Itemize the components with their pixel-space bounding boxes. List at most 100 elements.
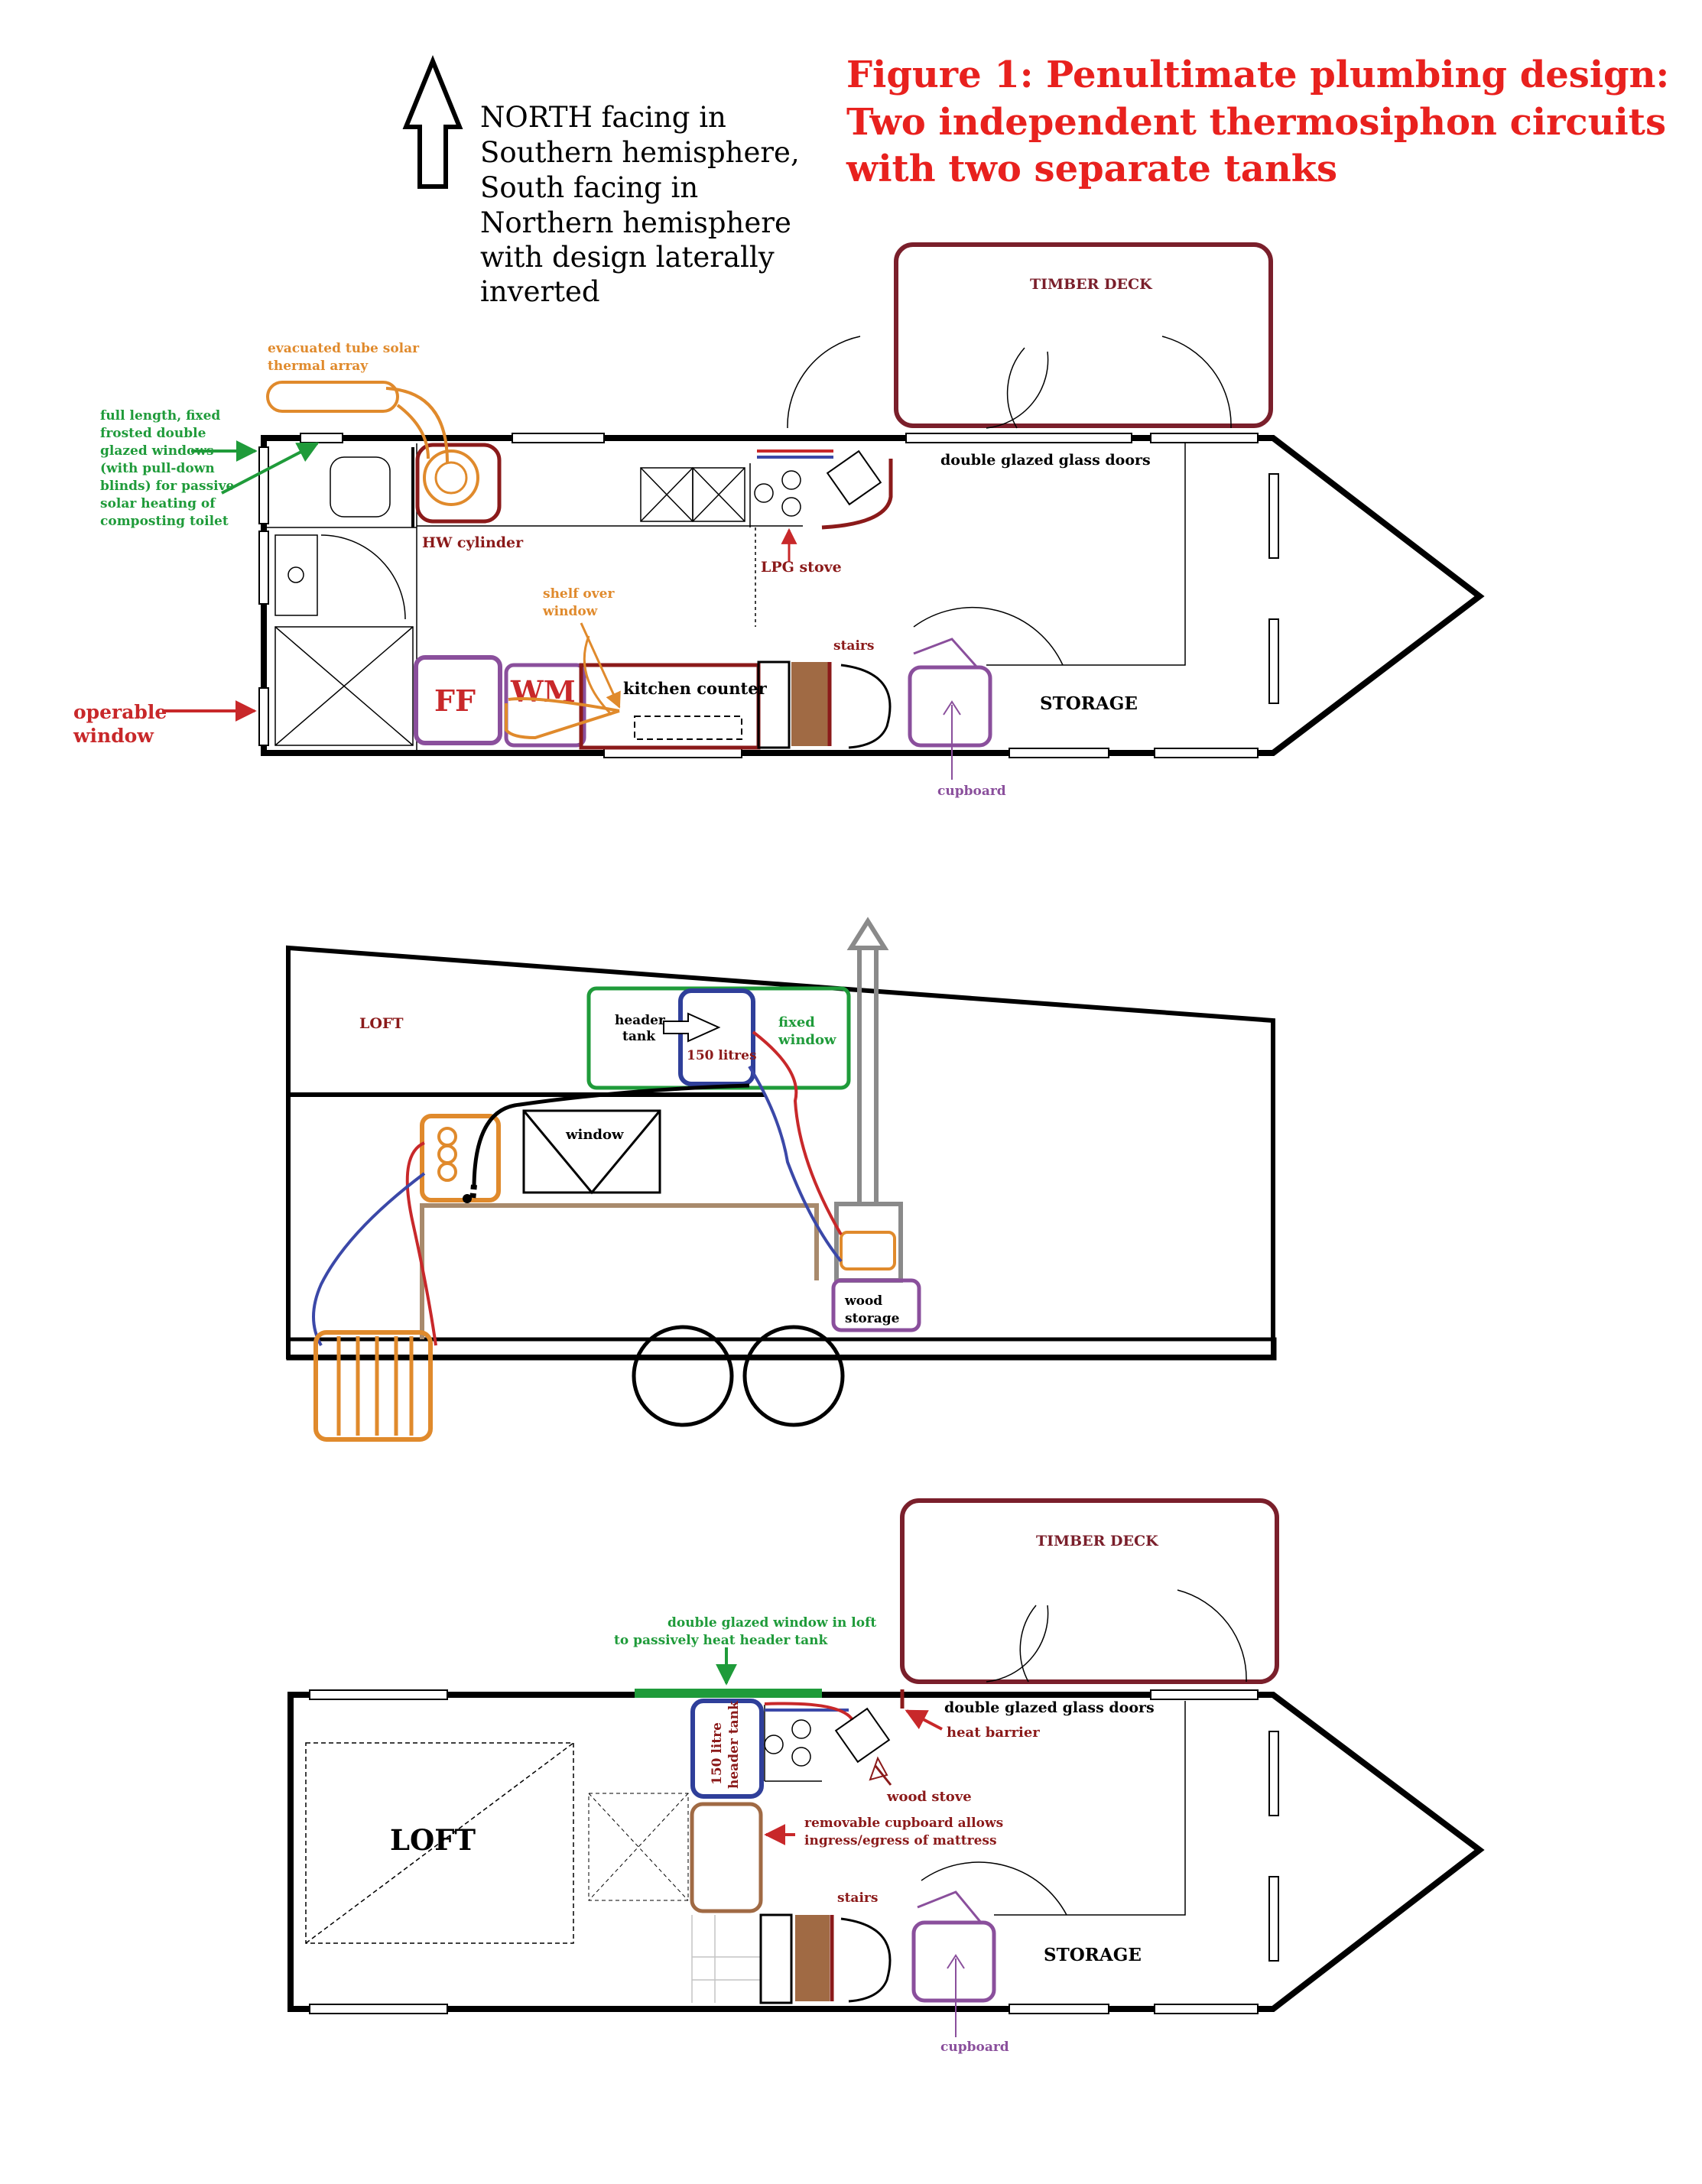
kitchen-counter-bottom xyxy=(579,663,761,750)
orientation-line-4: Northern hemisphere xyxy=(480,206,791,239)
capacity-label: 150 litres xyxy=(687,1048,757,1063)
solar-array-label-1: evacuated tube solar xyxy=(268,341,420,356)
wall-windows-nose xyxy=(1268,473,1279,704)
stairs xyxy=(791,662,828,746)
orientation-line-1: NORTH facing in xyxy=(480,101,726,134)
doors-label: double glazed glass doors xyxy=(940,452,1151,469)
wood-stove-elevation xyxy=(840,1231,896,1270)
bathroom xyxy=(264,443,417,753)
wheel-rear xyxy=(742,1325,845,1427)
solar-array-label-2: thermal array xyxy=(268,359,369,374)
wood-stove-label: wood stove xyxy=(886,1789,972,1805)
wood-storage-label-2: storage xyxy=(845,1311,900,1326)
orientation-line-5: with design laterally xyxy=(480,241,775,274)
floor-plan-loft: TIMBER DECK double glazed window in loft… xyxy=(287,1498,1485,2055)
deck-door-swings xyxy=(787,336,1232,429)
svg-text:full length, fixed: full length, fixed xyxy=(100,408,220,423)
bathroom-vanity xyxy=(274,534,318,616)
figure-title: Figure 1: Penultimate plumbing design: T… xyxy=(846,54,1669,190)
deck-door-swings-2 xyxy=(986,1589,1247,1683)
svg-text:blinds) for passive: blinds) for passive xyxy=(100,479,234,494)
shelf-label-2: window xyxy=(542,604,598,619)
lpg-stove-label: LPG stove xyxy=(761,559,842,576)
orientation-note: NORTH facing in Southern hemisphere, Sou… xyxy=(480,101,800,308)
header-tank-label-1: header xyxy=(615,1013,666,1028)
timber-deck-label: TIMBER DECK xyxy=(1030,276,1153,293)
storage-outline-2 xyxy=(994,1701,1186,1916)
hw-cylinder-label: HW cylinder xyxy=(422,534,524,551)
wall-windows-top-2 xyxy=(309,1689,1259,1700)
storage-label-2: STORAGE xyxy=(1044,1945,1142,1965)
header-tank-elevation xyxy=(678,988,755,1086)
cupboard-label-plan2: cupboard xyxy=(940,2040,1009,2055)
orientation-line-2: Southern hemisphere, xyxy=(480,136,800,169)
stairs-label: stairs xyxy=(833,638,874,654)
title-line-1: Figure 1: Penultimate plumbing design: xyxy=(846,54,1669,96)
cupboard-plan1 xyxy=(908,665,992,748)
wall-windows-nose-2 xyxy=(1268,1731,1279,1962)
header-tank-plan-label-1: 150 litre xyxy=(710,1722,725,1785)
wood-storage-label-1: wood xyxy=(844,1293,882,1309)
hob-plan2 xyxy=(764,1705,822,1782)
elevation-counter xyxy=(420,1203,819,1339)
up-arrow-icon xyxy=(402,55,463,189)
stair-treads xyxy=(691,1915,761,2003)
svg-text:composting toilet: composting toilet xyxy=(100,514,229,529)
cupboard-label-plan1: cupboard xyxy=(937,784,1006,799)
hw-cylinder-elevation xyxy=(420,1114,501,1202)
wall-windows-top xyxy=(300,433,1259,443)
title-line-2: Two independent thermosiphon circuits xyxy=(846,101,1666,144)
title-line-3: with two separate tanks xyxy=(846,148,1337,190)
hw-cylinder-outer xyxy=(423,449,479,506)
hw-cylinder-inner xyxy=(434,461,468,495)
timber-deck-2 xyxy=(900,1498,1279,1684)
svg-text:frosted double: frosted double xyxy=(100,426,206,441)
side-elevation: LOFT fixed window 150 litres header tank… xyxy=(286,917,1277,1442)
timber-deck-label-2: TIMBER DECK xyxy=(1036,1533,1159,1550)
kitchen-counter-label: kitchen counter xyxy=(623,679,768,698)
wall-windows-bottom xyxy=(603,748,1259,758)
shower xyxy=(274,626,414,746)
storage-label: STORAGE xyxy=(1040,693,1138,714)
orientation-line-3: South facing in xyxy=(480,171,698,204)
doors-label-2: double glazed glass doors xyxy=(944,1699,1155,1716)
elevation-window-label: window xyxy=(565,1127,624,1143)
windows-note: full length, fixed frosted double glazed… xyxy=(100,408,234,529)
svg-text:glazed windows: glazed windows xyxy=(100,443,214,459)
fridge-freezer xyxy=(414,655,502,745)
removable-cupboard-label-2: ingress/egress of mattress xyxy=(804,1833,997,1848)
chimney-flue-icon xyxy=(834,917,903,1283)
wood-stove-plan2 xyxy=(834,1707,891,1764)
header-tank-plan xyxy=(690,1699,764,1799)
fixed-window-label-2: window xyxy=(778,1032,836,1048)
operable-window-label-2: window xyxy=(73,725,154,747)
fixed-window-label-1: fixed xyxy=(778,1014,815,1030)
stairs-label-2: stairs xyxy=(837,1890,878,1906)
wheel-front xyxy=(632,1325,734,1427)
loft-label-elevation: LOFT xyxy=(359,1015,404,1032)
elevation-shell xyxy=(286,945,1275,1359)
wall-windows-left xyxy=(258,446,269,746)
toilet xyxy=(330,456,391,518)
loft-window-label-2: to passively heat header tank xyxy=(614,1633,829,1648)
solar-panel-tubes xyxy=(336,1336,414,1436)
svg-text:solar heating of: solar heating of xyxy=(100,496,216,511)
kitchen-top-counter xyxy=(417,463,803,627)
operable-window-label-1: operable xyxy=(73,701,167,723)
cupboard-plan2 xyxy=(911,1920,996,2003)
loft-bed xyxy=(305,1742,574,1944)
heat-barrier-label: heat barrier xyxy=(947,1725,1040,1741)
wood-stove-plan1 xyxy=(757,449,893,530)
svg-text:(with pull-down: (with pull-down xyxy=(100,461,215,476)
floor-plan-ground: TIMBER DECK xyxy=(73,242,1485,799)
loft-label: LOFT xyxy=(390,1823,476,1857)
north-arrow xyxy=(402,55,463,189)
wood-storage xyxy=(831,1278,921,1332)
ff-label: FF xyxy=(434,683,476,718)
building-shell-2 xyxy=(287,1692,1485,2012)
solar-array xyxy=(266,381,449,463)
sink-right xyxy=(692,467,745,522)
solar-panel-elevation xyxy=(313,1330,433,1442)
loft-window-label-1: double glazed window in loft xyxy=(667,1615,876,1631)
